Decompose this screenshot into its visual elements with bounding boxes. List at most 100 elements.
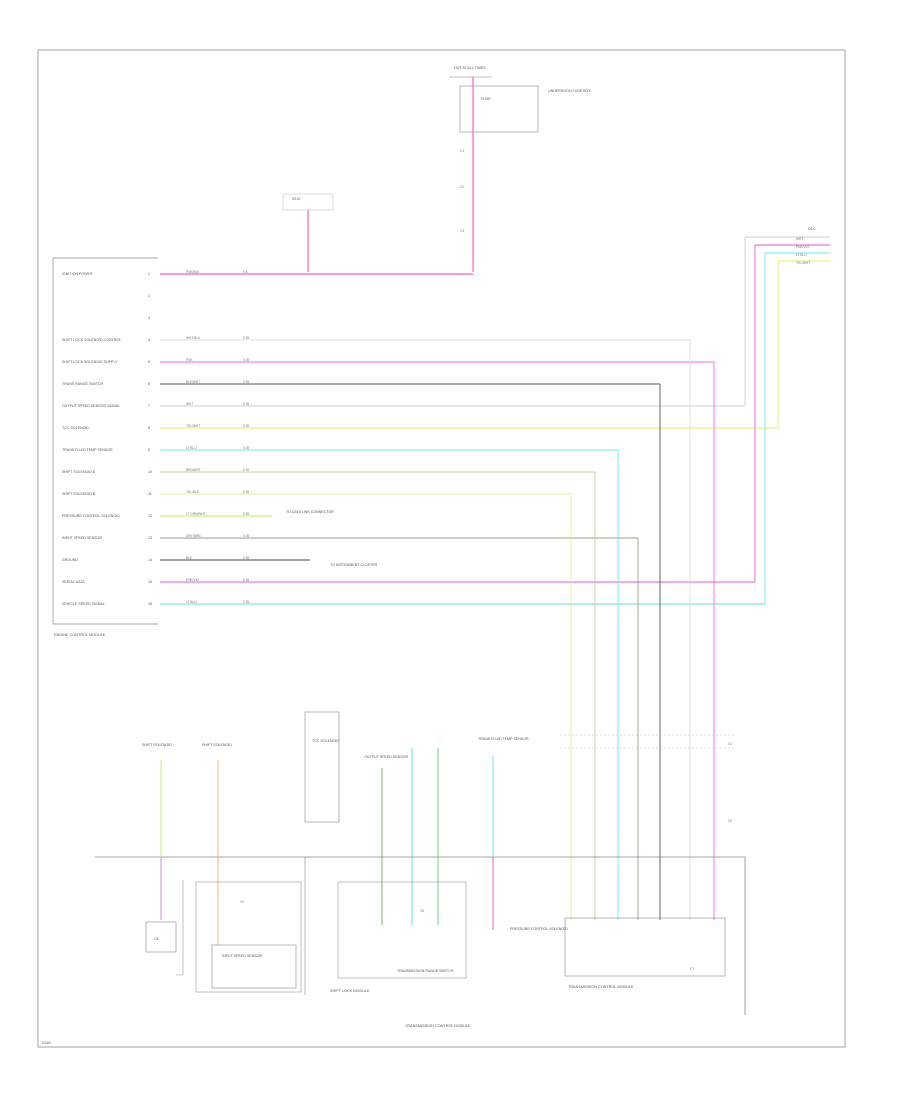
ecm-pin-number: 7	[148, 404, 150, 408]
left-splice: S210	[282, 193, 334, 272]
trunk-wires	[570, 340, 715, 920]
ecm-pin-gauge: 0.35	[243, 490, 249, 494]
trunk-connectors: C4 C5	[560, 734, 735, 823]
svg-text:PNK/VIO: PNK/VIO	[796, 245, 809, 249]
ecm-pin-number: 16	[148, 602, 152, 606]
dlc-title: DLC	[808, 227, 816, 231]
ecm-pin-color: BLK	[186, 556, 193, 560]
ecm-pin-number: 9	[148, 448, 150, 452]
ecm-pin-gauge: 0.35	[243, 534, 249, 538]
ecm-pin-color: BLK/WHT	[186, 380, 200, 384]
top-fuse-label: HOT AT ALL TIMES	[454, 66, 486, 70]
svg-text:C3: C3	[460, 229, 464, 233]
ecm-pin-label: GROUND	[62, 558, 78, 562]
tcm-box	[564, 917, 726, 977]
comp6-label: TRANS FLUID TEMP SENSOR	[478, 737, 529, 741]
comp5-label: OUTPUT SPEED SENSOR	[364, 755, 408, 759]
ecm-pin-color: WHT/BLU	[186, 336, 201, 340]
ecm-pin-number: 5	[148, 360, 150, 364]
fuse-box-outline	[459, 85, 539, 133]
ecm-pin-number: 6	[148, 382, 150, 386]
svg-text:C2: C2	[460, 185, 464, 189]
ecm-pin-row: TRANS RANGE SWITCH 6 BLK/WHT 0.35	[62, 380, 660, 386]
ecm-pin-label: VEHICLE SPEED SIGNAL	[62, 602, 105, 606]
ecm-pin-label: SHIFT LOCK SOLENOID CONTROL	[62, 338, 121, 342]
ecm-pin-label: SHIFT SOLENOID A	[62, 470, 96, 474]
slide-lock-title: SHIFT LOCK MODULE	[330, 989, 370, 993]
svg-text:WHT: WHT	[796, 237, 803, 241]
ecm-pin-label: IGNITION POWER	[62, 272, 93, 276]
comp4-label: TCC SOLENOID	[312, 739, 339, 743]
side-note-2: TO INSTRUMENT CLUSTER	[330, 563, 378, 567]
ecm-pin-gauge: 0.35	[243, 578, 249, 582]
ecm-pin-gauge: 0.35	[243, 468, 249, 472]
ecm-pin-gauge: 0.35	[243, 380, 249, 384]
ecm-pin-color: WHT	[186, 402, 193, 406]
ecm-pin-number: 15	[148, 580, 152, 584]
ecm-pin-row: VEHICLE SPEED SIGNAL 16 LT BLU 0.35	[62, 600, 765, 606]
ecm-pin-label: TCC SOLENOID	[62, 426, 89, 430]
svg-text:YEL/WHT: YEL/WHT	[796, 261, 810, 265]
ecm-pin-color: LT BLU	[186, 600, 197, 604]
ecm-pin-number: 11	[148, 492, 152, 496]
tcm-label: TRANSMISSION CONTROL MODULE	[568, 985, 634, 989]
svg-text:C1: C1	[460, 149, 464, 153]
svg-text:C8: C8	[420, 909, 424, 913]
ecm-pin-gauge: 0.35	[243, 424, 249, 428]
ecm-pin-gauge: 0.35	[243, 336, 249, 340]
ecm-pin-color: LT BLU	[186, 446, 197, 450]
ecm-pin-label: SHIFT LOCK SOLENOID SUPPLY	[62, 360, 118, 364]
ecm-pin-label: OUTPUT SPEED SENSOR SIGNAL	[62, 404, 120, 408]
ecm-pin-gauge: 0.35	[243, 446, 249, 450]
ecm-pin-number: 1	[148, 272, 150, 276]
ecm-pin-gauge: 0.35	[243, 402, 249, 406]
ecm-pin-row: 2	[148, 294, 150, 298]
ecm-pin-label: TRANS RANGE SWITCH	[62, 382, 104, 386]
ecm-pin-color: LT GRN/WHT	[186, 512, 206, 516]
comp1-box	[145, 921, 177, 953]
comp2-box	[211, 944, 297, 989]
ecm-pin-color: YEL/WHT	[186, 424, 200, 428]
diagram-frame	[37, 49, 846, 1048]
ecm-pin-color: PNK	[186, 358, 193, 362]
svg-text:INPUT SPEED SENSOR: INPUT SPEED SENSOR	[222, 954, 262, 958]
fuse-label: FUSE	[481, 97, 491, 101]
ecm-pin-row: TCC SOLENOID 8 YEL/WHT 0.35	[62, 424, 778, 430]
svg-text:LT BLU: LT BLU	[796, 253, 807, 257]
ecm-pin-row: SERIAL DATA 15 PNK/VIO 0.35	[62, 578, 755, 584]
comp2-label: SHIFT SOLENOID	[202, 743, 232, 747]
bottom-module-title: TRANSMISSION CONTROL MODULE	[405, 1024, 471, 1028]
ecm-pin-color: BRN/WHT	[186, 468, 201, 472]
ecm-pin-number: 4	[148, 338, 150, 342]
ecm-pin-number: 14	[148, 558, 152, 562]
ecm-pin-gauge: 0.8	[243, 270, 248, 274]
ecm-module: ENGINE CONTROL MODULE	[52, 257, 158, 637]
svg-text:C6: C6	[154, 937, 159, 941]
ecm-pin-gauge: 0.35	[243, 556, 249, 560]
top-fuse-block: HOT AT ALL TIMES FUSE UNDERHOOD FUSE BOX…	[449, 66, 591, 272]
comp7-label: PRESSURE CONTROL SOLENOID	[510, 927, 568, 931]
ecm-pin-row: 3	[148, 316, 150, 320]
ecm-pin-number: 12	[148, 514, 152, 518]
ecm-pin-number: 13	[148, 536, 152, 540]
ecm-pin-label: PRESSURE CONTROL SOLENOID	[62, 514, 120, 518]
ecm-pin-label: INPUT SPEED SENSOR	[62, 536, 102, 540]
side-note-1: TO DATA LINK CONNECTOR	[286, 510, 334, 514]
svg-text:C9: C9	[240, 900, 244, 904]
ecm-pin-color: PNK/VIO	[186, 578, 199, 582]
ecm-pin-label: SERIAL DATA	[62, 580, 85, 584]
ecm-pin-row: SHIFT LOCK SOLENOID SUPPLY 5 PNK 0.35	[62, 358, 714, 364]
svg-text:C4: C4	[728, 742, 732, 746]
ecm-pin-row: TRANS FLUID TEMP SENSOR 9 LT BLU 0.35	[62, 446, 618, 452]
ecm-pin-gauge: 0.35	[243, 358, 249, 362]
ecm-pin-number: 3	[148, 316, 150, 320]
dlc-connector: DLC WHT PNK/VIO LT BLU YEL/WHT	[744, 227, 830, 604]
ecm-pin-number: 8	[148, 426, 150, 430]
ecm-pin-label: TRANS FLUID TEMP SENSOR	[62, 448, 113, 452]
ecm-pin-gauge: 0.35	[243, 600, 249, 604]
